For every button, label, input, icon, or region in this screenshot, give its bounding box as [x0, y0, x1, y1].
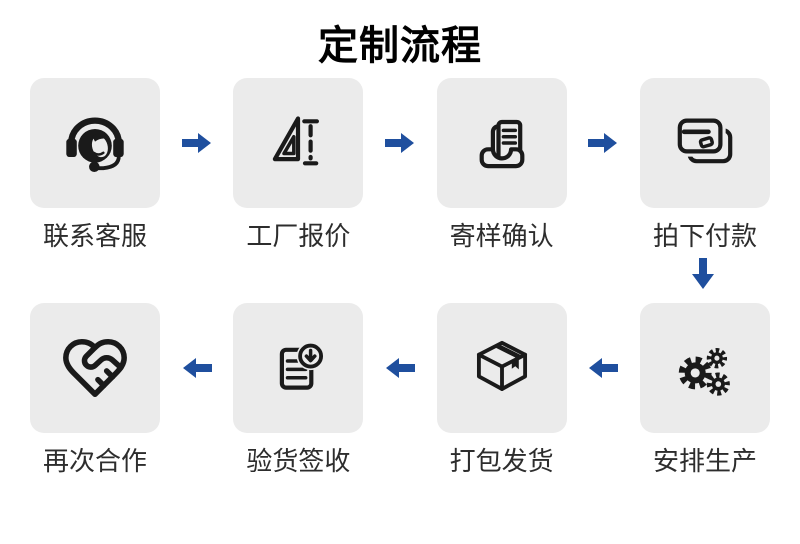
process-row-2: 再次合作 验货签收: [0, 303, 800, 476]
step-card: [436, 78, 567, 208]
connector: [160, 303, 233, 433]
step-label: 再次合作: [42, 446, 147, 476]
step-pack-ship: 打包发货: [436, 303, 567, 476]
connector: [567, 303, 640, 433]
step-card: [436, 303, 567, 433]
arrow-right-icon: [384, 133, 414, 153]
connector: [363, 78, 436, 208]
step-label: 寄样确认: [449, 221, 554, 251]
step-arrange-production: 安排生产: [639, 303, 770, 476]
step-card: [233, 303, 364, 433]
package-box-icon: [476, 340, 527, 391]
step-card: [639, 303, 770, 433]
page-title: 定制流程: [318, 24, 482, 68]
credit-cards-icon: [674, 115, 733, 164]
arrow-down-icon: [692, 258, 714, 289]
connector: [567, 78, 640, 208]
step-card: [30, 303, 160, 433]
heart-handshake-icon: [63, 338, 127, 398]
step-label: 工厂报价: [246, 221, 351, 251]
document-inbox-icon: [479, 119, 525, 169]
document-download-icon: [280, 342, 325, 390]
connector: [363, 303, 436, 433]
step-label: 打包发货: [449, 446, 554, 476]
process-row-1: 联系客服 工厂报价: [0, 78, 800, 251]
step-card: [639, 78, 770, 208]
step-label: 拍下付款: [652, 221, 757, 251]
step-label: 验货签收: [246, 446, 351, 476]
step-order-pay: 拍下付款: [639, 78, 770, 251]
step-card: [233, 78, 364, 208]
connector: [160, 78, 233, 208]
arrow-left-icon: [589, 358, 619, 378]
step-factory-quote: 工厂报价: [233, 78, 364, 251]
step-sample-confirm: 寄样确认: [436, 78, 567, 251]
step-card: [30, 78, 160, 208]
step-contact-service: 联系客服: [30, 78, 160, 251]
step-inspect-sign: 验货签收: [233, 303, 364, 476]
set-square-icon: [273, 116, 320, 166]
arrow-left-icon: [182, 358, 212, 378]
step-label: 联系客服: [42, 221, 147, 251]
arrow-right-icon: [181, 133, 211, 153]
arrow-right-icon: [588, 133, 618, 153]
customer-service-icon: [66, 117, 124, 173]
step-repeat-cooperation: 再次合作: [30, 303, 160, 476]
step-label: 安排生产: [652, 446, 757, 476]
arrow-left-icon: [385, 358, 415, 378]
gears-icon: [678, 348, 730, 396]
